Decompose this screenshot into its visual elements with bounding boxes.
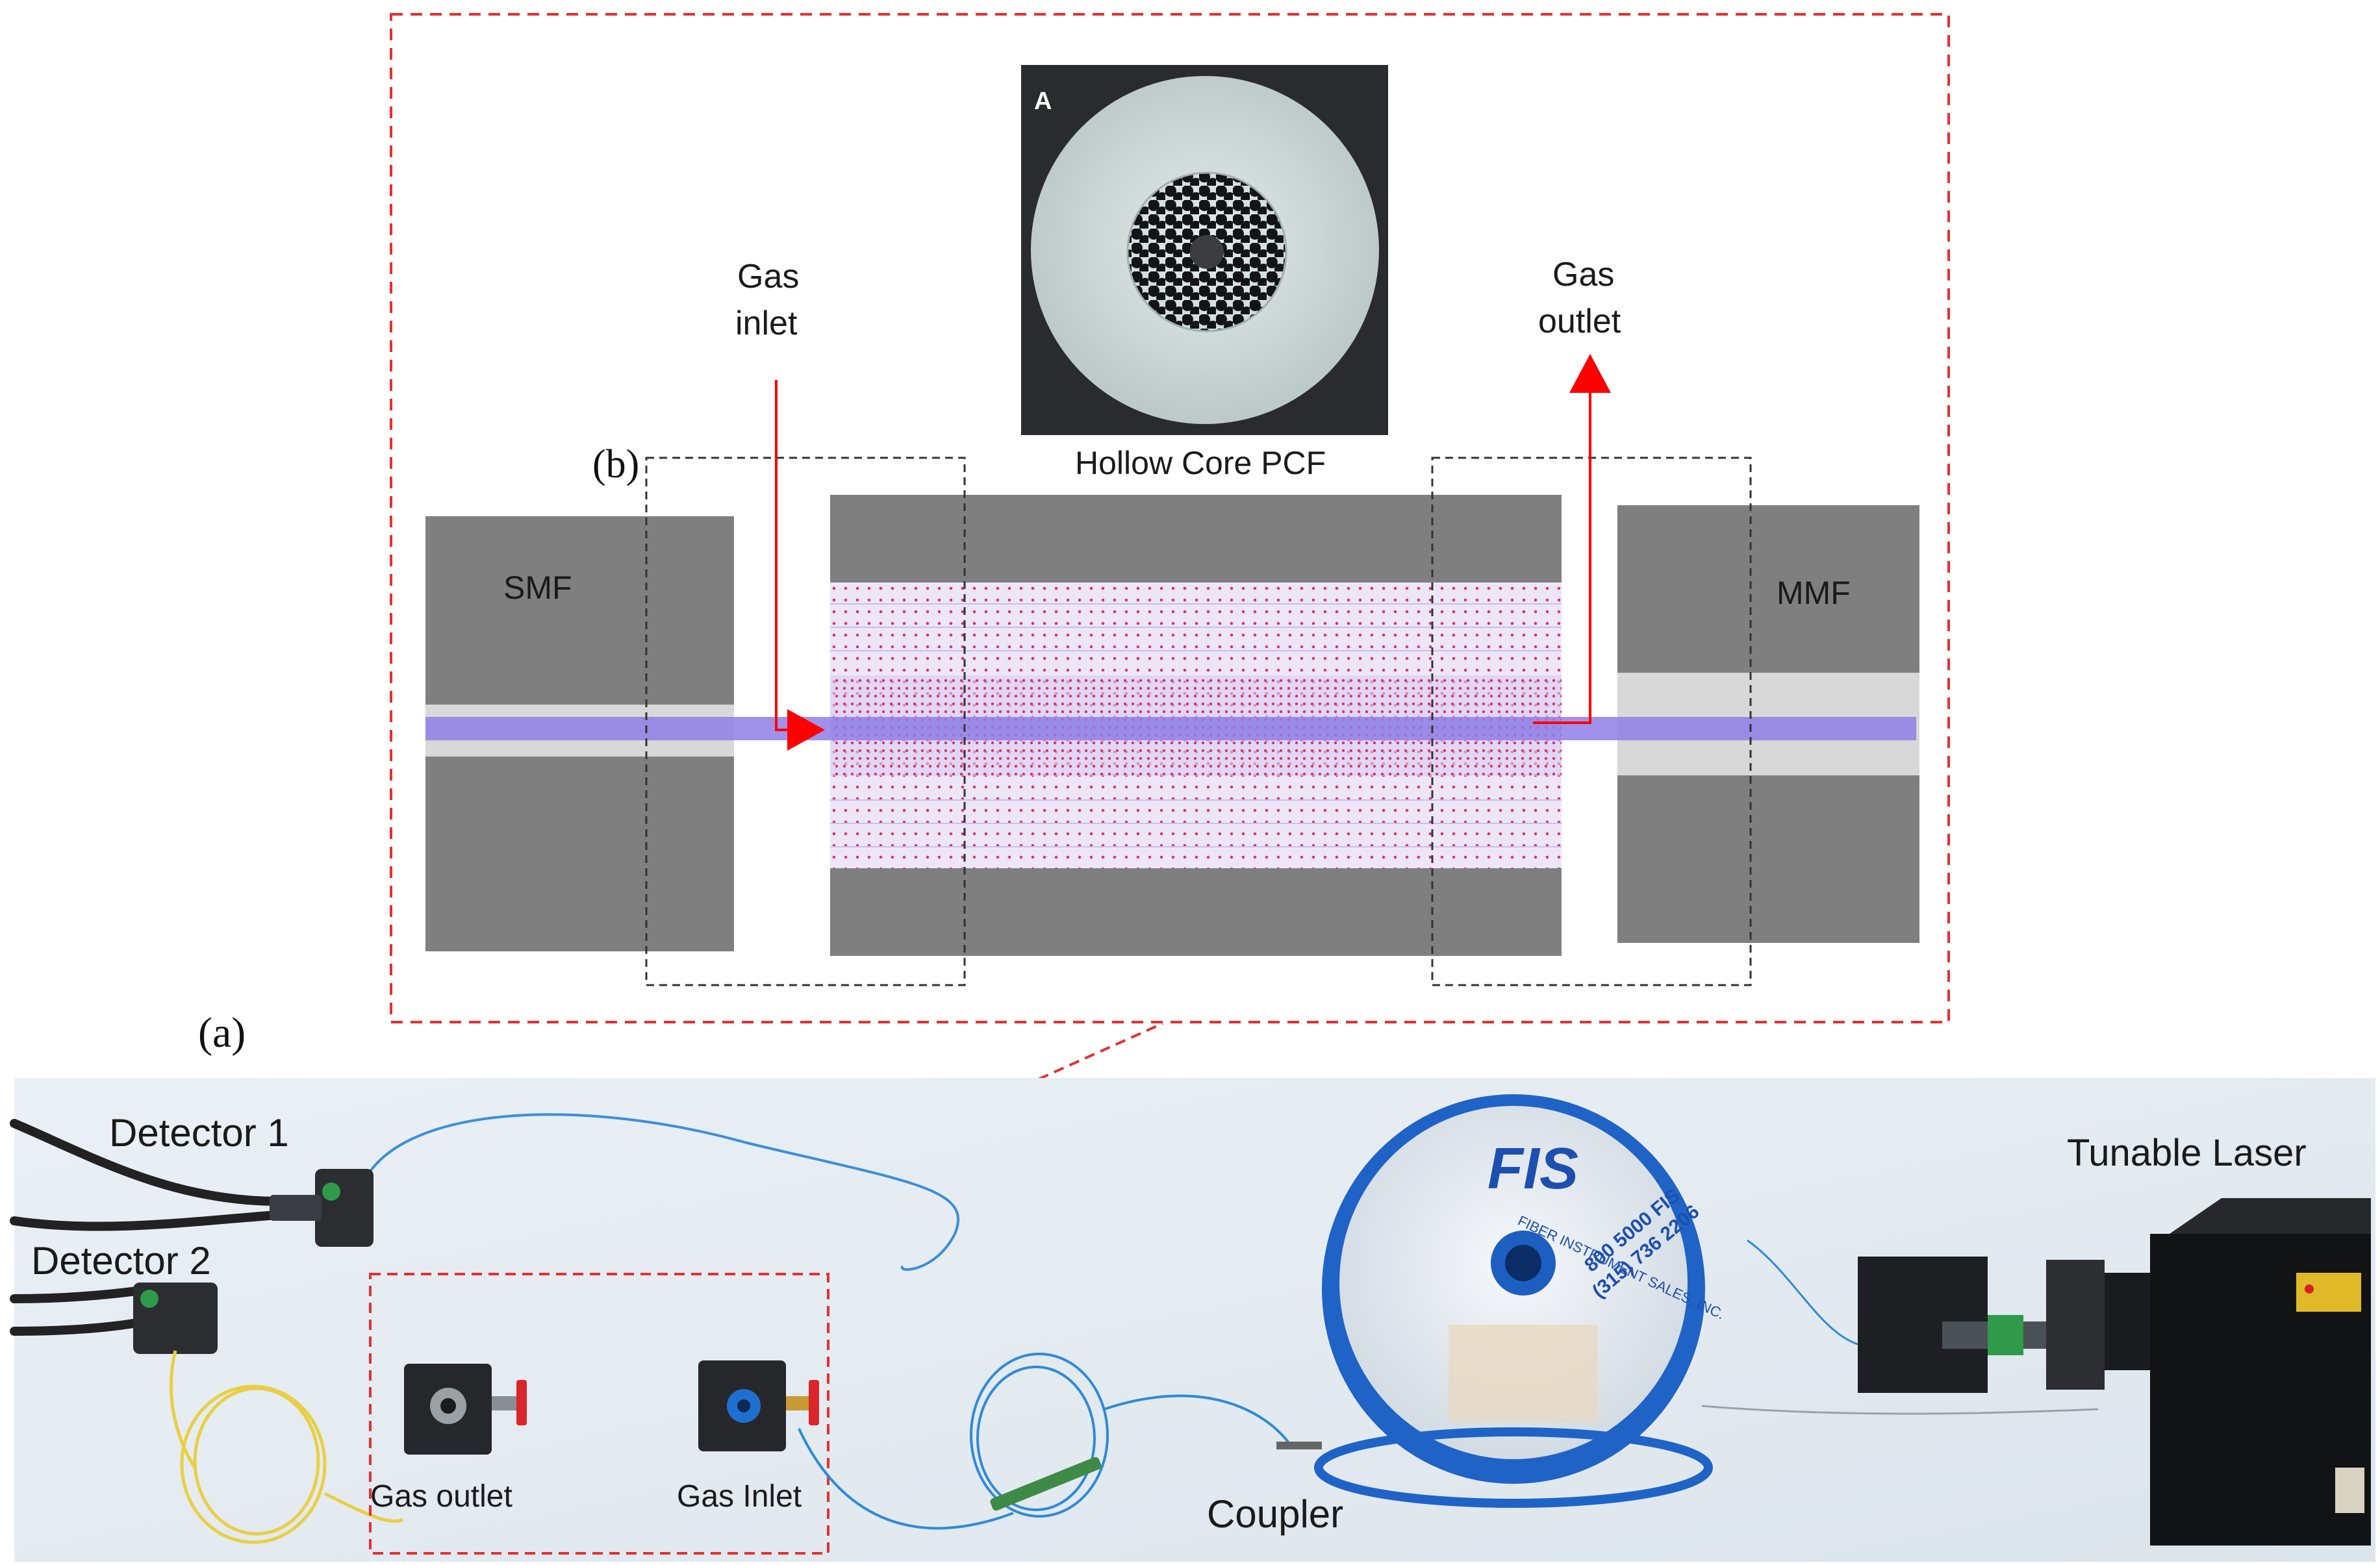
- tunable-laser: [1858, 1198, 2371, 1546]
- coupler-fiber-coil: [798, 1353, 1294, 1530]
- gas-outlet-label-line1: Gas: [1552, 256, 1614, 294]
- fiber-spool: [1314, 1094, 1713, 1508]
- gas-inlet-cell: [698, 1360, 819, 1451]
- gas-inlet-label-line2: inlet: [735, 305, 798, 342]
- micrograph-tag: A: [1034, 88, 1052, 115]
- pcf-caption: Hollow Core PCF: [1075, 445, 1326, 481]
- gas-inlet-label-line1: Gas: [737, 258, 799, 295]
- gas-outlet-photo-label: Gas outlet: [370, 1479, 513, 1514]
- pcf-micrograph: [1021, 65, 1388, 435]
- light-beam: [425, 717, 1916, 740]
- schematic-dashed-frame: [390, 13, 1950, 1023]
- gas-inlet-arrow: [775, 380, 825, 751]
- gas-inlet-photo-label: Gas Inlet: [677, 1479, 802, 1514]
- smf-label: SMF: [503, 570, 572, 606]
- detector-2: [133, 1283, 218, 1354]
- smf-fiber: [425, 516, 734, 951]
- spool-brand: FIS: [1488, 1136, 1578, 1201]
- splice-region-left: [645, 457, 966, 986]
- tunable-laser-label: Tunable Laser: [2067, 1132, 2307, 1174]
- detector-2-label: Detector 2: [31, 1239, 211, 1283]
- gas-outlet-cell: [404, 1364, 527, 1455]
- gas-outlet-arrow: [1533, 354, 1611, 724]
- spool-to-laser-fiber: [1701, 1405, 2099, 1415]
- coupler-label: Coupler: [1207, 1492, 1343, 1536]
- detector-1: [270, 1169, 373, 1247]
- coupler-sleeve: [1276, 1442, 1322, 1449]
- gas-outlet-label-line2: outlet: [1538, 303, 1621, 340]
- gas-cell-zoom-box: [369, 1273, 829, 1555]
- laser-pigtail: [1747, 1239, 1858, 1346]
- yellow-fiber-coil: [169, 1350, 404, 1544]
- panel-label-b: (b): [592, 442, 639, 486]
- panel-label-a: (a): [198, 1009, 246, 1057]
- blue-fiber-1: [362, 1113, 960, 1271]
- mmf-label: MMF: [1777, 575, 1851, 611]
- detector-1-label: Detector 1: [109, 1111, 289, 1155]
- coupler-body: [990, 1457, 1102, 1511]
